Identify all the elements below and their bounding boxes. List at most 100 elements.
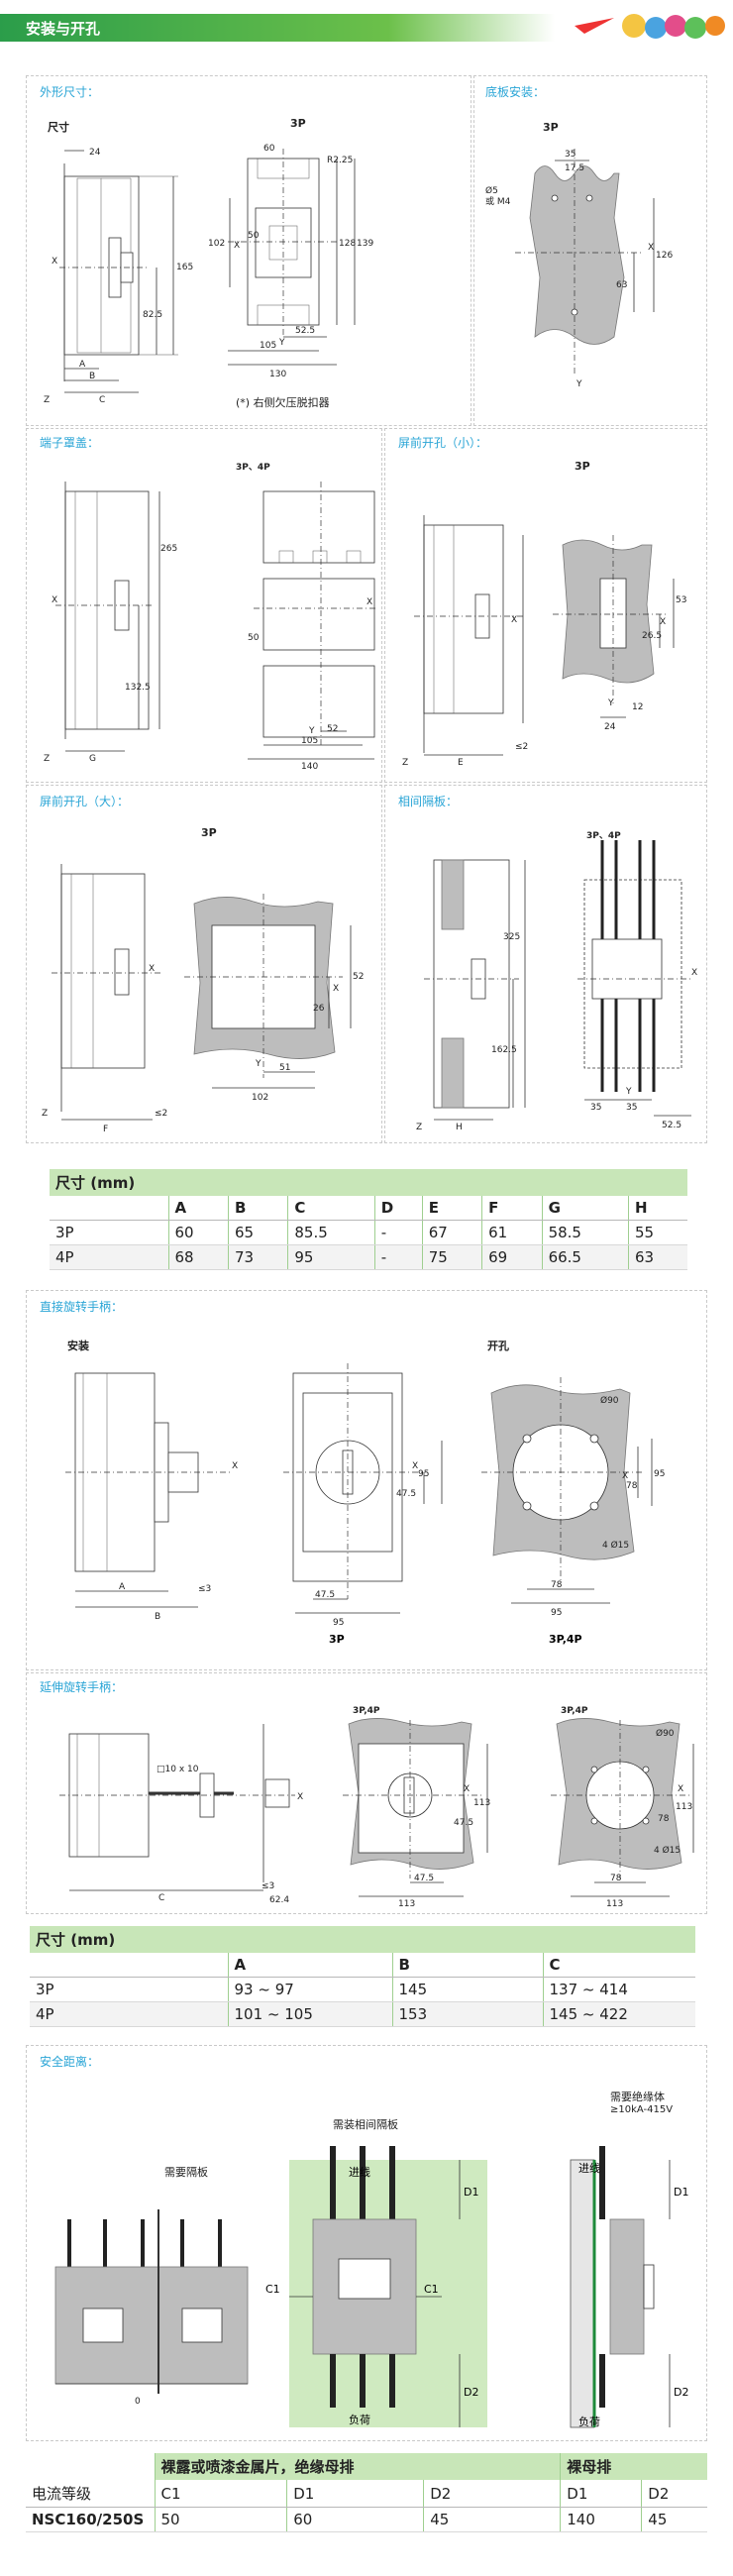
dim-60: 60 <box>263 144 275 154</box>
table1-cell: 68 <box>167 1244 229 1270</box>
dh-axis-x-front: X <box>412 1461 418 1471</box>
safety-d2-mid: D2 <box>464 2386 478 2399</box>
base-axis-x: X <box>648 243 654 253</box>
eh-dim-47-5-vert: 47.5 <box>454 1818 473 1828</box>
section-title-front-large: 屏前开孔（大）： <box>40 795 130 808</box>
base-dim-35: 35 <box>565 150 576 160</box>
terminal-cover-drawing: 265 132.5 G Z X X 50 52 105 140 Y <box>44 482 377 769</box>
table2-cell: 145 <box>391 1977 543 2002</box>
safety-load-side: 负荷 <box>578 2415 600 2428</box>
dim-130: 130 <box>269 370 286 379</box>
table1-header-cell: E <box>421 1196 482 1221</box>
eh-dim-le3: ≤3 <box>262 1881 274 1891</box>
table1-cell: 63 <box>627 1244 687 1270</box>
table3-cell: 45 <box>641 2507 707 2532</box>
dim-z: Z <box>44 395 50 405</box>
fl-dim-102: 102 <box>252 1093 268 1103</box>
table2-cell: 93 ~ 97 <box>227 1977 392 2002</box>
section-title-barrier: 相间隔板： <box>398 795 459 808</box>
dim-r2-25: R2.25 <box>327 156 353 165</box>
table2-cell: 101 ~ 105 <box>227 2001 392 2027</box>
safety-c1-right: C1 <box>424 2283 439 2296</box>
dim-c: C <box>99 395 105 405</box>
outline-drawing: 165 82.5 X 24 A B C Z 128 139 102 50 60 … <box>44 144 373 405</box>
dim-128: 128 <box>339 239 356 249</box>
pb-dim-162-5: 162.5 <box>491 1045 517 1055</box>
direct-install-label: 安装 <box>67 1340 89 1352</box>
table1-header-cell: G <box>541 1196 629 1221</box>
base-screw-alt: 或 M4 <box>485 195 511 207</box>
dh-hole-15: 4 Ø15 <box>602 1540 629 1551</box>
section-title-direct-handle: 直接旋转手柄： <box>40 1300 124 1314</box>
fs-dim-le2: ≤2 <box>515 742 528 752</box>
fl-dim-le2: ≤2 <box>155 1109 167 1119</box>
dim-24: 24 <box>89 148 101 158</box>
eh-dim-62-4: 62.4 <box>269 1895 289 1905</box>
table2-cell: 4P <box>30 2001 228 2027</box>
banner-decoration <box>575 14 725 39</box>
eh-cut-78-vert: 78 <box>658 1814 670 1824</box>
base-mount-drawing: 35 17.5 126 63 Ø5 或 M4 X Y <box>485 149 673 389</box>
table2-title: 尺寸 (mm) <box>30 1926 695 1953</box>
outline-panel <box>26 75 471 426</box>
dimension-table-1: 尺寸 (mm) A B C D E F G H 3P 60 65 85.5 - … <box>50 1169 687 1270</box>
tc-dim-50: 50 <box>248 633 260 643</box>
dh-dim-a: A <box>119 1582 126 1592</box>
tc-dim-140: 140 <box>301 762 318 769</box>
dim-82-5: 82.5 <box>143 310 162 320</box>
table1-cell: 3P <box>50 1220 168 1245</box>
safety-load: 负荷 <box>349 2413 370 2426</box>
table1-cell: 65 <box>227 1220 288 1245</box>
dh-dim-le3: ≤3 <box>198 1584 211 1594</box>
direct-handle-drawing: X A B ≤3 X 95 47.5 47.5 95 3P Ø90 4 Ø15 … <box>65 1363 665 1646</box>
section-title-outline: 外形尺寸： <box>40 85 100 99</box>
barrier-34-label: 3P、4P <box>586 831 621 841</box>
eh-dim-c: C <box>158 1893 164 1903</box>
front-large-3p-label: 3P <box>201 826 217 839</box>
table3-header-row: 电流等级 C1 D1 D2 D1 D2 <box>26 2480 707 2508</box>
table3-cell: 140 <box>560 2507 642 2532</box>
undervoltage-note: (*) 右侧欠压脱扣器 <box>236 396 330 409</box>
eh-axis-x-side: X <box>297 1792 303 1802</box>
pb-dim-35a: 35 <box>590 1103 601 1113</box>
fs-dim-12: 12 <box>632 702 643 712</box>
section-title-ext-handle: 延伸旋转手柄： <box>40 1680 124 1694</box>
fs-dim-e: E <box>458 758 464 768</box>
eh-dim-113-vert: 113 <box>473 1798 490 1808</box>
fl-dim-51: 51 <box>279 1063 290 1073</box>
voltage-label: ≥10kA-415V <box>610 2104 674 2115</box>
table2-header-cell: A <box>227 1953 392 1978</box>
ext-handle-drawing: X □10 x 10 C ≤3 62.4 X 113 47.5 47.5 113… <box>59 1718 694 1908</box>
dh-axis-x-side: X <box>232 1461 238 1471</box>
phase-barrier-drawing: 325 162.5 H Z X 35 35 52.5 Y <box>416 840 697 1132</box>
dh-dim-95: 95 <box>333 1618 344 1628</box>
table2-header-cell: B <box>391 1953 543 1978</box>
section-title-safety: 安全距离： <box>40 2055 100 2069</box>
eh-cut-113: 113 <box>606 1899 623 1908</box>
base-axis-y: Y <box>576 379 582 389</box>
pb-dim-h: H <box>456 1123 463 1132</box>
terminal-34-label: 3P、4P <box>236 463 270 473</box>
table3-cell: NSC160/250S <box>26 2507 155 2532</box>
safety-c1-left: C1 <box>265 2283 280 2296</box>
safety-line-in-side: 进线 <box>578 2161 600 2175</box>
dh-cut-95-vert: 95 <box>654 1469 665 1479</box>
table2-cell: 137 ~ 414 <box>542 1977 695 2002</box>
base-3p-label: 3P <box>543 121 559 134</box>
dim-b: B <box>89 372 95 381</box>
section-title-terminal: 端子罩盖： <box>40 436 100 450</box>
tc-dim-105: 105 <box>301 736 318 746</box>
ext-34-label-a: 3P,4P <box>353 1706 380 1716</box>
dim-139: 139 <box>357 239 373 249</box>
pb-axis-y: Y <box>625 1087 632 1097</box>
table1-header-cell: F <box>481 1196 543 1221</box>
fl-axis-x-side: X <box>149 964 155 974</box>
table1-header-cell: C <box>287 1196 375 1221</box>
need-phase-barrier-label: 需装相间隔板 <box>333 2118 398 2131</box>
page-title: 安装与开孔 <box>26 20 101 38</box>
fs-axis-x-side: X <box>511 615 517 625</box>
table3-header-cell: D2 <box>641 2480 707 2508</box>
table2-header-cell: C <box>542 1953 695 1978</box>
table1-cell: 55 <box>627 1220 687 1245</box>
need-insulator-label: 需要绝缘体 <box>610 2091 665 2103</box>
